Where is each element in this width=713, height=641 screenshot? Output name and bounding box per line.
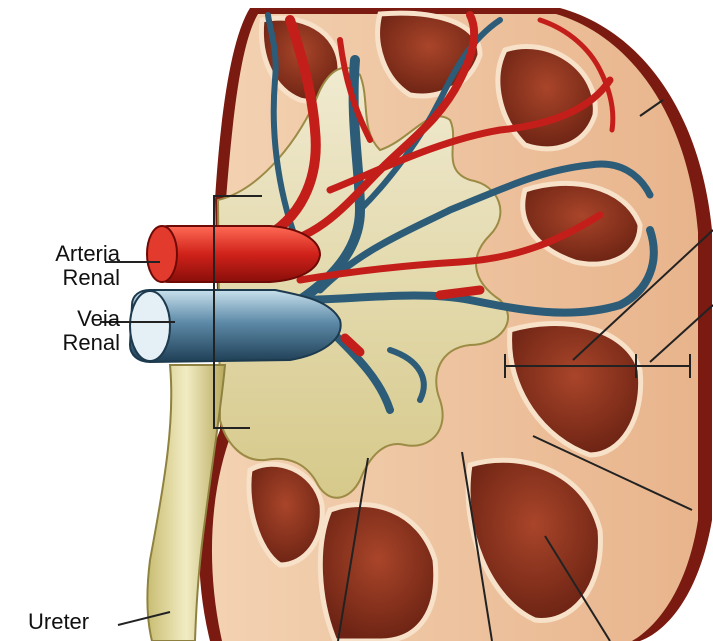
label-ureter: Ureter — [28, 610, 108, 634]
renal-vein-opening — [130, 291, 170, 361]
label-veia-renal: Veia Renal — [10, 307, 120, 355]
label-arteria-renal: Arteria Renal — [10, 242, 120, 290]
label-arteria-line1: Arteria — [10, 242, 120, 266]
label-veia-line2: Renal — [10, 331, 120, 355]
label-arteria-line2: Renal — [10, 266, 120, 290]
label-veia-line1: Veia — [10, 307, 120, 331]
renal-artery-opening — [147, 226, 177, 282]
